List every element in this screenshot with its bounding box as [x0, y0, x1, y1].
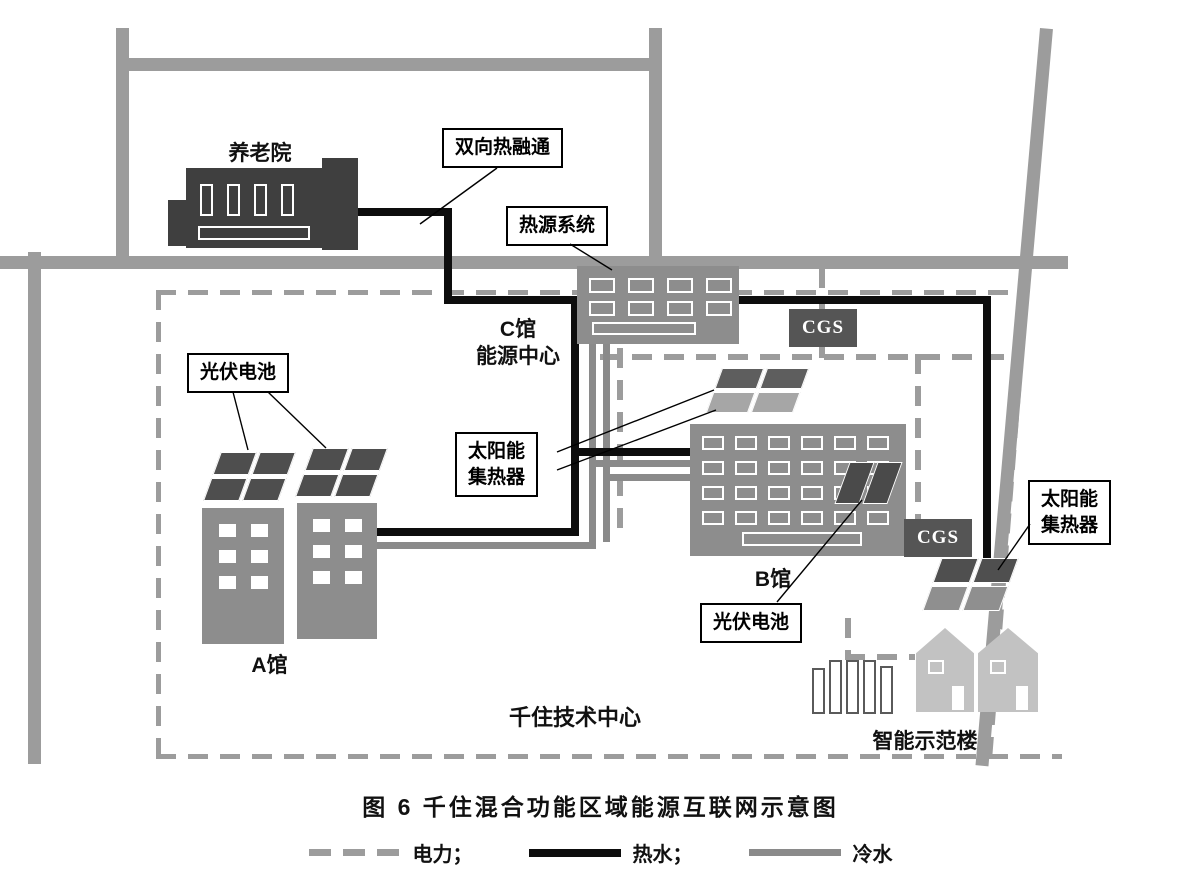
- cold-water-pipe-to-hall-b-1: [589, 460, 699, 467]
- hall-a-left-windows: [219, 524, 268, 589]
- cgs-unit-right: CGS: [904, 519, 972, 557]
- house-left-door: [952, 686, 964, 710]
- pv-panels-hall-a-right: [295, 448, 388, 497]
- label-solar-collector-right: 太阳能 集热器: [1028, 480, 1112, 546]
- label-heat-source-system: 热源系统: [506, 206, 609, 246]
- legend-hot-water-label: 热水；: [632, 844, 693, 866]
- hall-a-right-windows: [313, 519, 362, 584]
- cold-water-pipe-vertical-1: [589, 344, 596, 542]
- hot-water-pipe-to-hall-b: [571, 448, 707, 456]
- label-pv-left: 光伏电池: [187, 353, 290, 393]
- cold-water-pipe-vertical-2: [603, 344, 610, 542]
- hall-a-building-left: [202, 508, 284, 644]
- cold-water-pipe-to-hall-b-2: [603, 474, 699, 481]
- smart-demo-label: 智能示范楼: [872, 730, 978, 753]
- tech-center-label: 千住技术中心: [508, 705, 641, 730]
- smart-demo-house-left: [916, 628, 974, 712]
- nursing-home-windows: [200, 184, 294, 216]
- hall-a-label: A馆: [251, 654, 288, 677]
- label-solar-collector-center-line2: 集热器: [468, 466, 526, 488]
- c-hall-label: C馆 能源中心: [470, 316, 566, 371]
- power-line-center-vertical: [617, 348, 623, 540]
- figure-caption: 图 6 千住混合功能区域能源互联网示意图: [362, 794, 839, 820]
- heat-source-window-band: [592, 322, 696, 335]
- power-line-to-smart-demo-horizontal: [845, 654, 915, 660]
- label-solar-collector-center: 太阳能 集热器: [455, 432, 539, 498]
- power-line-to-cgs-right: [915, 354, 921, 520]
- nursing-home-label: 养老院: [228, 142, 292, 165]
- c-hall-label-line1: C馆: [499, 318, 537, 341]
- legend-hot-water-line-sample: [528, 848, 621, 857]
- legend-power-label: 电力；: [412, 844, 473, 866]
- label-pv-hall-b: 光伏电池: [700, 603, 803, 643]
- cold-water-pipe-to-hall-a: [368, 542, 596, 549]
- legend-cold-water-label: 冷水: [852, 844, 893, 866]
- legend-cold-water-line-sample: [748, 849, 841, 856]
- road-top-horizontal: [116, 58, 662, 71]
- hall-a-building-right: [297, 503, 377, 639]
- power-line-horizontal: [600, 354, 1022, 360]
- boundary-left: [156, 290, 161, 758]
- hall-b-label: B馆: [754, 568, 792, 591]
- legend-power-line-sample: [308, 849, 401, 856]
- hot-water-pipe-vertical-drop: [444, 208, 452, 304]
- power-line-to-cgs-top: [819, 268, 825, 312]
- nursing-home-annex: [168, 200, 188, 246]
- smart-demo-slat-structure: [812, 660, 893, 714]
- road-far-left-vertical: [28, 252, 41, 764]
- label-solar-collector-center-line1: 太阳能: [468, 441, 526, 462]
- cgs-unit-top: CGS: [789, 309, 857, 347]
- house-left-window: [928, 660, 944, 674]
- hot-water-pipe-from-nursing-home: [352, 208, 452, 216]
- label-solar-collector-right-line2: 集热器: [1041, 514, 1099, 536]
- heat-source-windows: [589, 278, 732, 316]
- hot-water-pipe-right-vertical: [983, 296, 991, 568]
- house-right-door: [1016, 686, 1028, 710]
- boundary-bottom: [156, 754, 1062, 759]
- c-hall-label-line2: 能源中心: [476, 345, 560, 369]
- road-main-horizontal: [0, 256, 1068, 269]
- hot-water-pipe-to-hall-a: [368, 528, 579, 536]
- pv-panels-hall-a-left: [203, 452, 296, 501]
- label-solar-collector-right-line1: 太阳能: [1041, 489, 1099, 510]
- legend: 电力； 热水； 冷水: [0, 838, 1201, 867]
- house-right-window: [990, 660, 1006, 674]
- label-bidirectional-heat: 双向热融通: [442, 128, 564, 168]
- road-middle-vertical: [649, 28, 662, 268]
- solar-collectors-hall-b-roof: [705, 368, 810, 413]
- nursing-home-tower: [322, 158, 358, 250]
- nursing-home-window-band: [198, 226, 310, 240]
- road-left-top-vertical: [116, 28, 129, 268]
- power-line-to-smart-demo-vertical: [845, 618, 851, 660]
- hall-b-window-band: [742, 532, 862, 546]
- power-line-below-cgs-top: [819, 346, 825, 358]
